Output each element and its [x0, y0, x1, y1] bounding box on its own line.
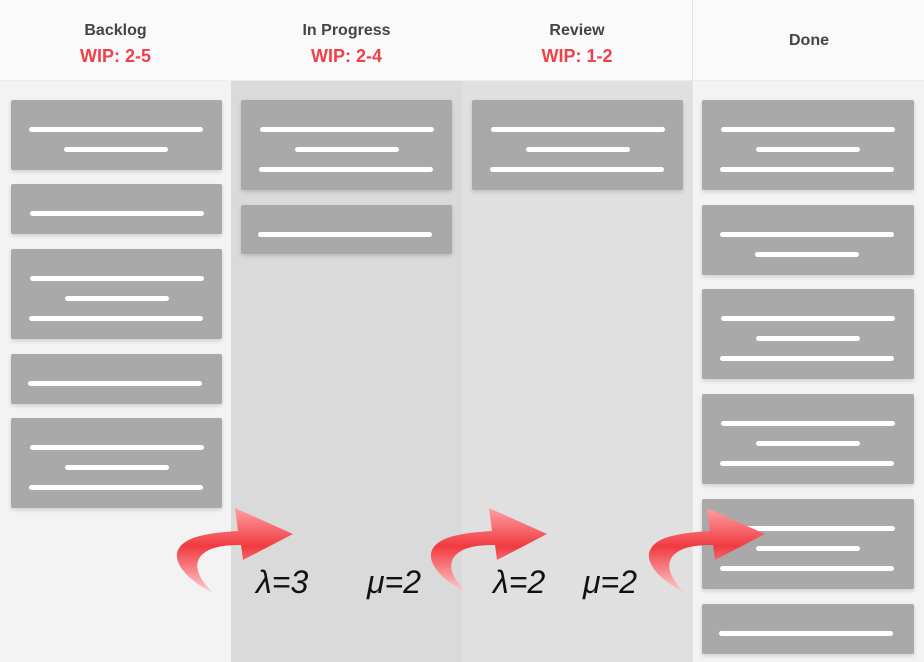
card[interactable] [702, 100, 914, 190]
column-title: In Progress [302, 22, 391, 39]
column-title: Done [789, 32, 829, 49]
card[interactable] [241, 100, 452, 190]
wip-limit: WIP: 2-4 [310, 46, 382, 66]
card[interactable] [11, 184, 222, 234]
card[interactable] [472, 100, 683, 190]
service-rate-2: μ=2 [583, 564, 638, 600]
card[interactable] [241, 205, 452, 254]
card[interactable] [702, 289, 914, 379]
curved-arrow-icon [176, 508, 293, 593]
card[interactable] [11, 249, 222, 339]
column-header-backlog: Backlog WIP: 2-5 [0, 0, 231, 81]
curved-arrow-icon [430, 508, 547, 593]
wip-limit: WIP: 2-5 [79, 46, 151, 66]
arrival-rate-2: λ=2 [493, 564, 546, 600]
card[interactable] [702, 604, 914, 654]
column-title: Backlog [84, 22, 147, 39]
card[interactable] [11, 418, 222, 508]
column-header-in-progress: In Progress WIP: 2-4 [231, 0, 462, 81]
card[interactable] [11, 354, 222, 404]
card[interactable] [11, 100, 222, 170]
column-header-done: Done [693, 0, 924, 81]
arrival-rate-1: λ=3 [256, 564, 309, 600]
card[interactable] [702, 205, 914, 275]
column-header-review: Review WIP: 1-2 [462, 0, 692, 81]
service-rate-1: μ=2 [367, 564, 422, 600]
column-title: Review [549, 22, 605, 39]
curved-arrow-icon [648, 508, 765, 593]
wip-limit: WIP: 1-2 [541, 46, 613, 66]
card[interactable] [702, 394, 914, 484]
